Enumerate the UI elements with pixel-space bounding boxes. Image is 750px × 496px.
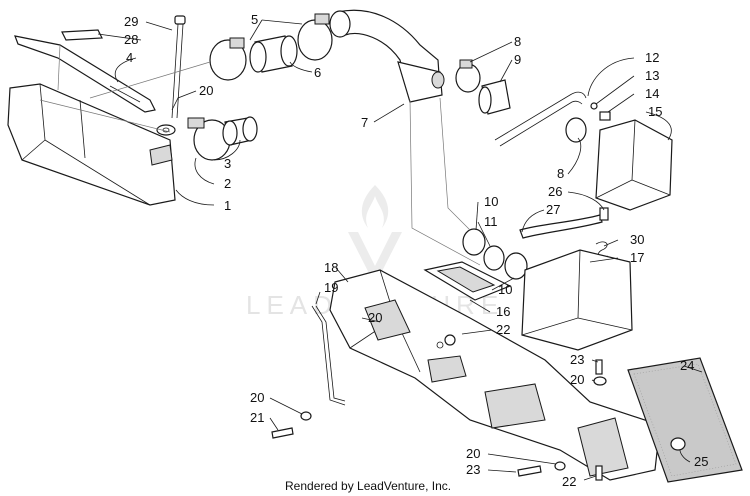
part-8-clamp-lower <box>565 117 587 143</box>
part-22-screw-bottom <box>595 465 603 481</box>
watermark-flame-logo <box>348 185 402 285</box>
part-20-washer-left <box>300 411 312 421</box>
callout-4: 4 <box>126 50 133 65</box>
part-1-housing <box>7 83 176 206</box>
callout-23-right: 23 <box>570 352 584 367</box>
callout-27: 27 <box>546 202 560 217</box>
part-29-bolt <box>171 15 186 119</box>
part-10-clamp-b <box>504 252 528 280</box>
callout-7: 7 <box>361 115 368 130</box>
part-15-resonator <box>595 119 673 211</box>
callout-25: 25 <box>694 454 708 469</box>
callout-20-right: 20 <box>570 372 584 387</box>
part-20-washer-bottom <box>554 461 566 471</box>
callout-22-upper: 22 <box>496 322 510 337</box>
part-25-plug <box>670 437 686 451</box>
callout-8-lower: 8 <box>557 166 564 181</box>
callout-10-lower: 10 <box>498 282 512 297</box>
callout-11: 11 <box>484 214 498 229</box>
part-26-fitting <box>599 207 609 221</box>
callout-8-upper: 8 <box>514 34 521 49</box>
callout-16: 16 <box>496 304 510 319</box>
part-6-boot <box>249 35 298 73</box>
part-10-clamp-a <box>462 228 486 256</box>
callout-6: 6 <box>314 65 321 80</box>
callout-24: 24 <box>680 358 694 373</box>
callout-29: 29 <box>124 14 138 29</box>
callout-21: 21 <box>250 410 264 425</box>
part-12-hose <box>494 91 587 147</box>
callout-19: 19 <box>324 280 338 295</box>
callout-20-left: 20 <box>250 390 264 405</box>
callout-17: 17 <box>630 250 644 265</box>
part-4-bracket <box>14 35 156 113</box>
part-19-breather-tube <box>311 305 346 406</box>
callout-15: 15 <box>648 104 662 119</box>
callout-13: 13 <box>645 68 659 83</box>
part-3-boot <box>222 116 258 146</box>
callout-labels: 29 28 4 5 6 20 3 2 1 7 8 9 12 13 14 15 8… <box>124 12 708 489</box>
part-24-foam-filter <box>627 357 743 483</box>
callout-20-upper: 20 <box>199 83 213 98</box>
callout-26: 26 <box>548 184 562 199</box>
part-18-lower-airbox <box>329 269 661 481</box>
part-8-clamp-upper <box>455 59 481 93</box>
callout-9: 9 <box>514 52 521 67</box>
callout-10-upper: 10 <box>484 194 498 209</box>
part-23-screw-bottom <box>517 465 542 477</box>
callout-30: 30 <box>630 232 644 247</box>
callout-1: 1 <box>224 198 231 213</box>
callout-2: 2 <box>224 176 231 191</box>
callout-20-mid: 20 <box>368 310 382 325</box>
part-9-coupler <box>478 79 511 115</box>
callout-12: 12 <box>645 50 659 65</box>
part-7-intake-tube <box>329 9 445 103</box>
callout-20-bottom: 20 <box>466 446 480 461</box>
part-13-fitting <box>590 102 598 110</box>
callout-22-bottom: 22 <box>562 474 576 489</box>
part-11-coupler <box>483 245 505 271</box>
part-23-screw-right <box>595 359 603 375</box>
part-20-washer-right <box>593 376 607 386</box>
render-credit: Rendered by LeadVenture, Inc. <box>285 479 451 493</box>
callout-3: 3 <box>224 156 231 171</box>
part-5-clamp-right <box>297 13 333 61</box>
part-16-gasket <box>423 261 512 301</box>
part-14-fitting <box>599 111 611 121</box>
callout-5: 5 <box>251 12 258 27</box>
part-20-washer-upper <box>156 124 176 136</box>
part-27-hose <box>519 214 603 239</box>
part-21-screw <box>271 427 294 439</box>
part-28-plate <box>61 29 103 41</box>
part-5-clamp-left <box>209 37 247 81</box>
callout-23-bottom: 23 <box>466 462 480 477</box>
callout-14: 14 <box>645 86 659 101</box>
leader-lines <box>39 19 703 481</box>
callout-28: 28 <box>124 32 138 47</box>
part-17-filter-box <box>521 249 633 351</box>
callout-18: 18 <box>324 260 338 275</box>
